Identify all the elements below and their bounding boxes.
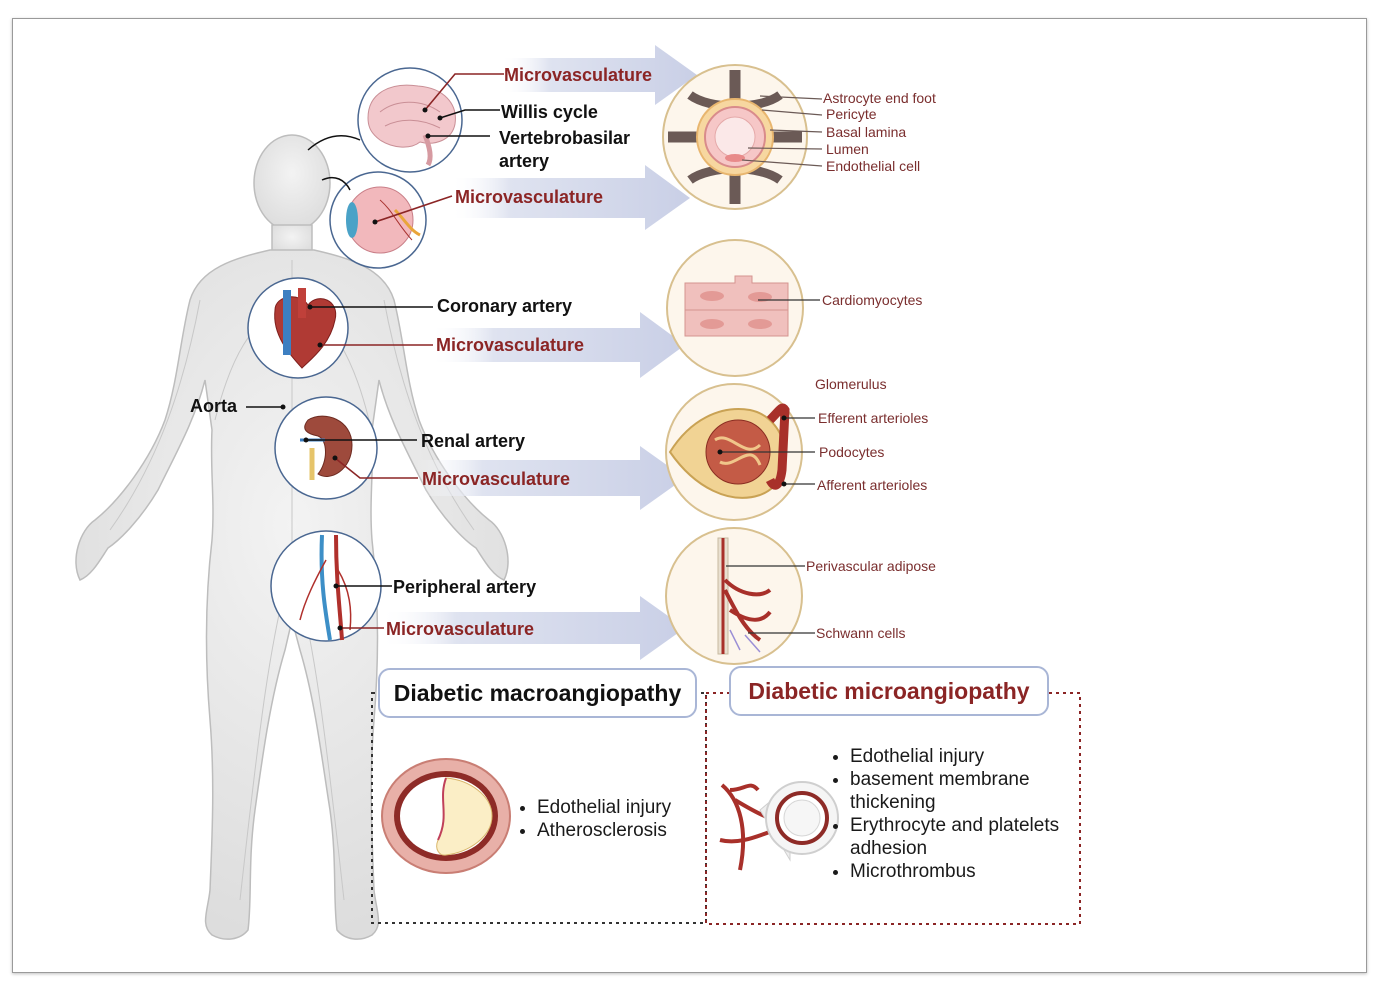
kidney-circle bbox=[274, 396, 378, 500]
head-to-brain-curve bbox=[307, 134, 361, 151]
brain-microvasculature-label: Microvasculature bbox=[504, 65, 653, 85]
vertebrobasilar-label-line1: Vertebrobasilar bbox=[499, 128, 631, 148]
heart-circle bbox=[247, 277, 349, 379]
arrow-heart bbox=[430, 312, 685, 378]
basal-lamina-label: Basal lamina bbox=[826, 124, 907, 140]
leader-dots bbox=[280, 107, 443, 631]
peripheral-artery-label: Peripheral artery bbox=[393, 577, 537, 597]
nerve-circle bbox=[665, 527, 803, 665]
leg-circle bbox=[270, 530, 382, 642]
micro-bullet: basement membrane thickening bbox=[850, 768, 1090, 814]
macro-bullet: Edothelial injury bbox=[537, 796, 671, 819]
microangiopathy-title: Diabetic microangiopathy bbox=[729, 666, 1049, 716]
micro-bullet: Edothelial injury bbox=[850, 745, 1090, 768]
brain-cell-leaders bbox=[741, 95, 823, 167]
perivascular-adipose-label: Perivascular adipose bbox=[806, 558, 936, 574]
micro-bullet: Erythrocyte and platelets adhesion bbox=[850, 814, 1090, 860]
aorta-label: Aorta bbox=[190, 396, 238, 416]
podocytes-label: Podocytes bbox=[819, 444, 885, 460]
afferent-arterioles-label: Afferent arterioles bbox=[817, 477, 928, 493]
heart-microvasculature-label: Microvasculature bbox=[436, 335, 585, 355]
eye-microvasculature-label: Microvasculature bbox=[455, 187, 604, 207]
macroangiopathy-title: Diabetic macroangiopathy bbox=[378, 668, 697, 718]
macro-bullet-list: Edothelial injury Atherosclerosis bbox=[515, 796, 671, 842]
endothelial-cell-label: Endothelial cell bbox=[826, 158, 921, 174]
arrow-peripheral bbox=[380, 596, 685, 660]
head-to-eye-curve bbox=[321, 176, 351, 191]
capillary-illustration bbox=[719, 781, 839, 871]
macro-bullet: Atherosclerosis bbox=[537, 819, 671, 842]
micro-bullet: Microthrombus bbox=[850, 860, 1090, 883]
schwann-cells-label: Schwann cells bbox=[816, 625, 906, 641]
arrow-brain bbox=[500, 45, 697, 105]
kidney-microvasculature-label: Microvasculature bbox=[422, 469, 571, 489]
arrow-kidney bbox=[415, 446, 685, 510]
artery-cross-section bbox=[381, 758, 511, 874]
renal-artery-label: Renal artery bbox=[421, 431, 526, 451]
willis-cycle-label: Willis cycle bbox=[501, 102, 598, 122]
coronary-artery-label: Coronary artery bbox=[437, 296, 573, 316]
nerve-cell-leaders bbox=[726, 565, 815, 634]
leader-lines bbox=[246, 73, 504, 629]
glomerulus-label: Glomerulus bbox=[815, 376, 887, 392]
heart-cell-circle bbox=[666, 239, 804, 377]
micro-dotted-box bbox=[705, 692, 1081, 925]
micro-bullet-list: Edothelial injury basement membrane thic… bbox=[828, 745, 1090, 883]
vertebrobasilar-label-line2: artery bbox=[499, 151, 550, 171]
peripheral-microvasculature-label: Microvasculature bbox=[386, 619, 535, 639]
cardiomyocytes-label: Cardiomyocytes bbox=[822, 292, 923, 308]
efferent-arterioles-label: Efferent arterioles bbox=[818, 410, 929, 426]
brain-microvessel-circle bbox=[662, 64, 808, 210]
arrow-eye bbox=[450, 165, 690, 230]
kidney-cell-leaders bbox=[720, 417, 815, 485]
astrocyte-end-foot-label: Astrocyte end foot bbox=[823, 90, 936, 106]
pericyte-label: Pericyte bbox=[826, 106, 877, 122]
eye-circle bbox=[329, 171, 427, 269]
lumen-label: Lumen bbox=[826, 141, 869, 157]
